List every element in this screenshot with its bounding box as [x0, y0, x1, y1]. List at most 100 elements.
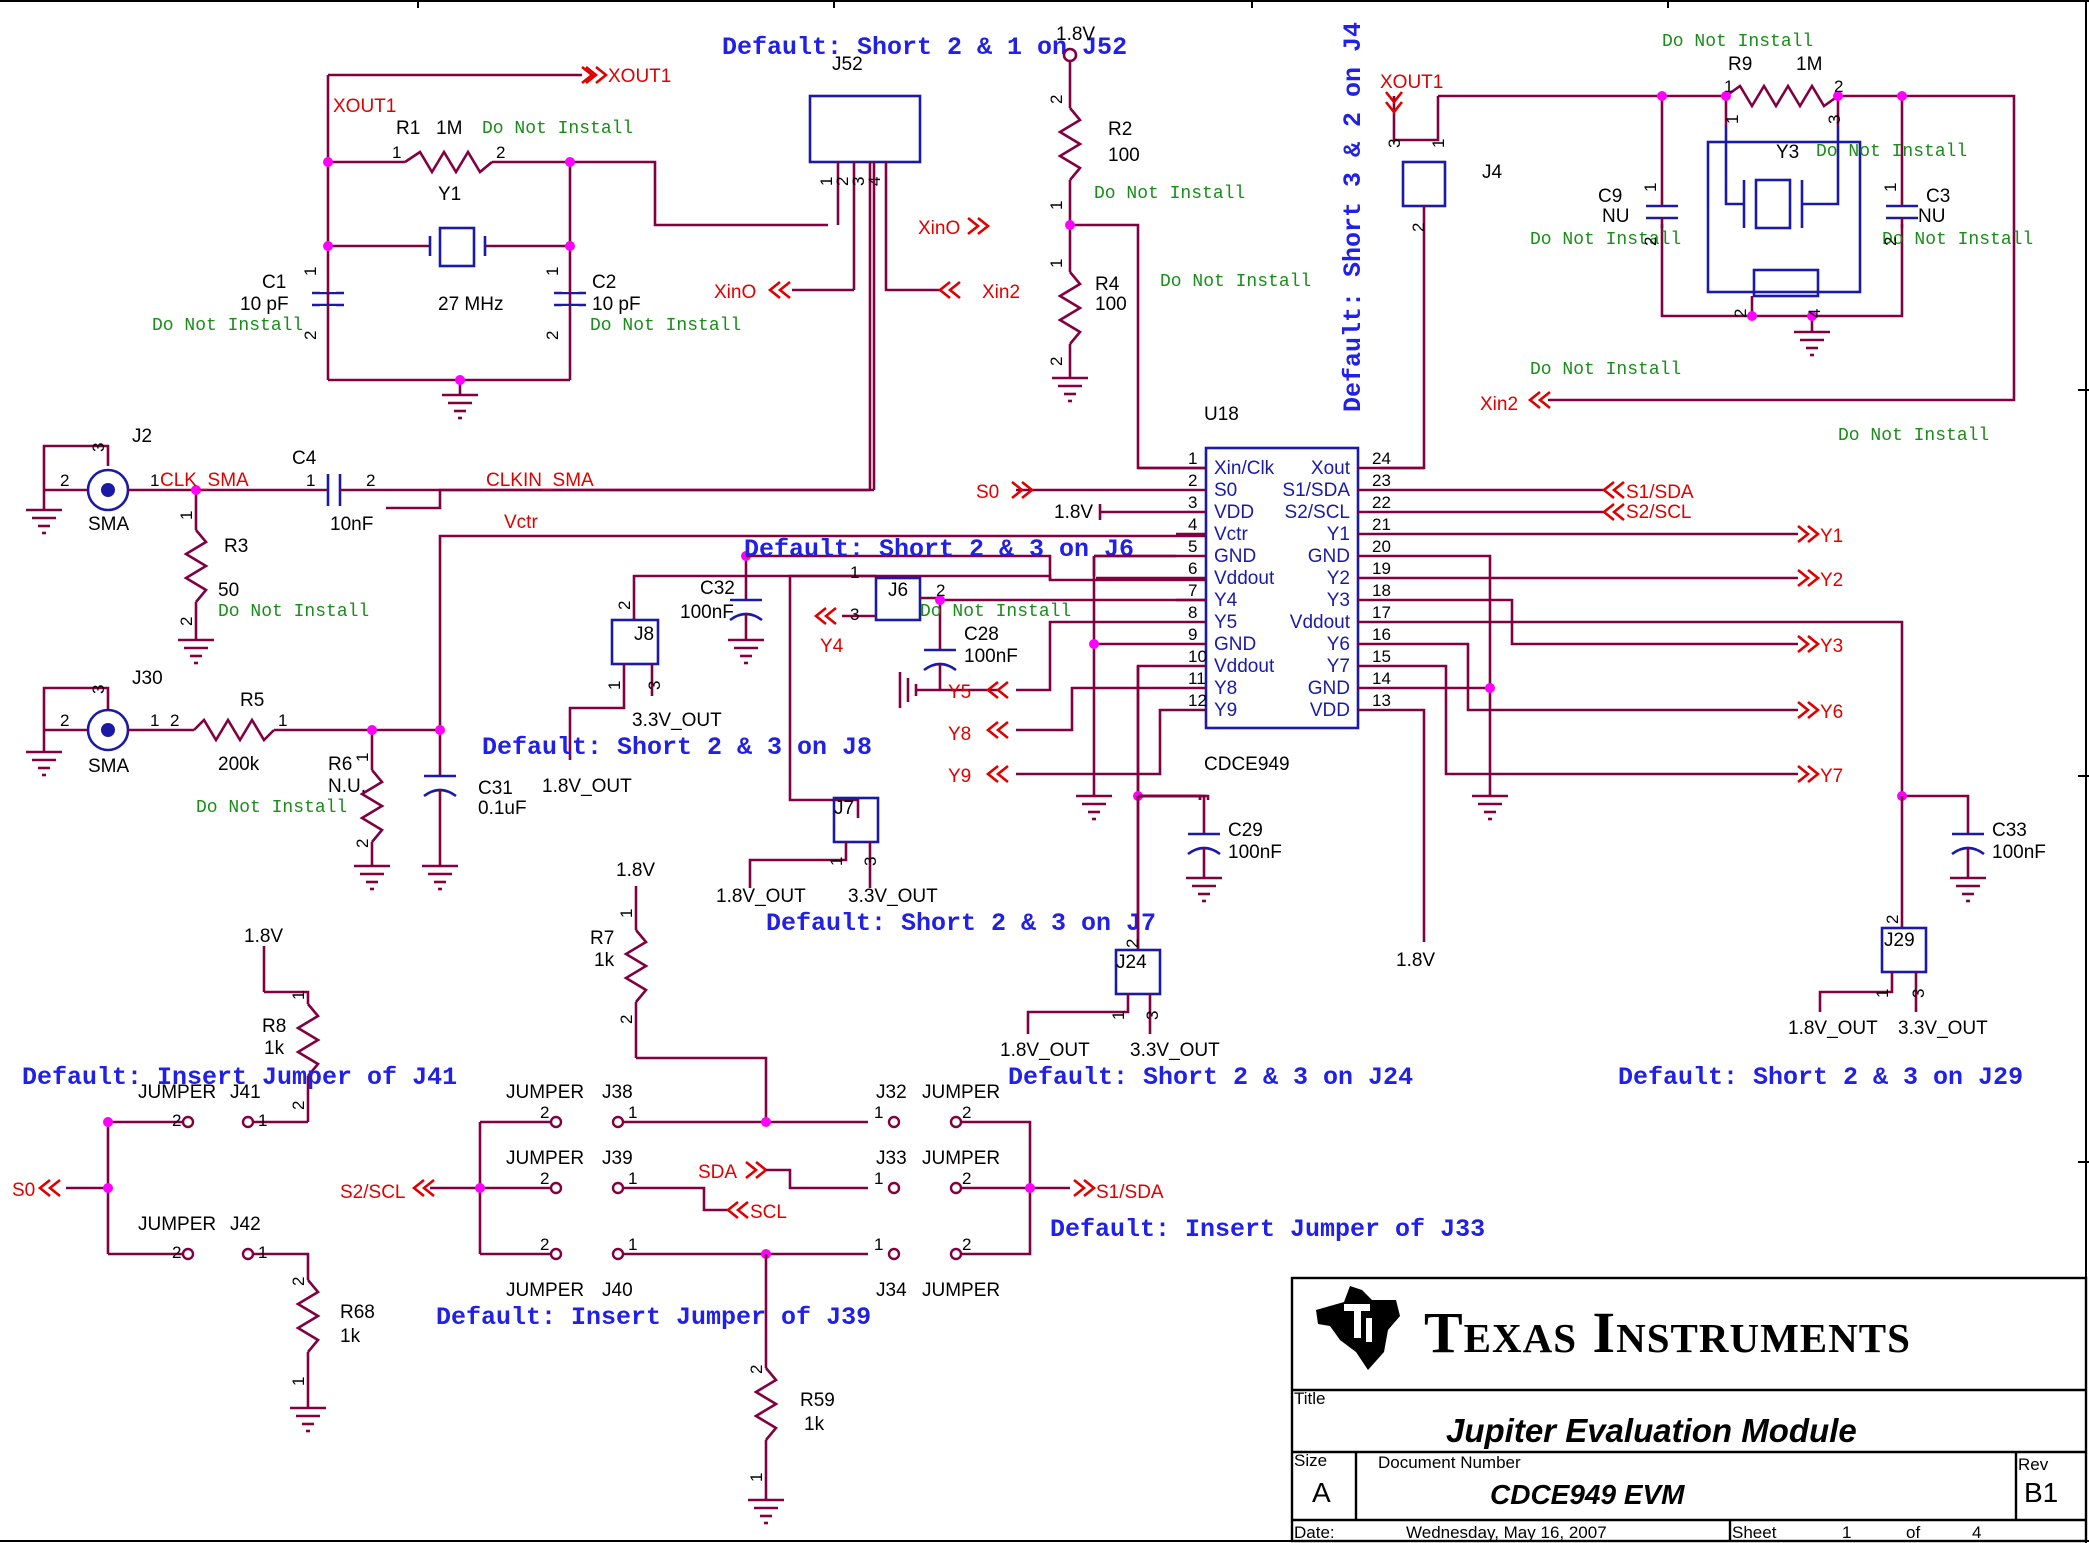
- svg-text:2: 2: [1883, 915, 1902, 924]
- svg-text:1: 1: [1724, 77, 1733, 96]
- svg-text:2: 2: [301, 331, 320, 340]
- net-label-y3: Y3: [1820, 636, 1843, 657]
- svg-text:1: 1: [747, 1473, 766, 1482]
- u18-pin-24-number: 24: [1372, 449, 1391, 468]
- svg-text:1: 1: [1429, 139, 1448, 148]
- c1-value: 10 pF: [240, 294, 289, 315]
- u18-pin-18-number: 18: [1372, 581, 1391, 600]
- j42-type: JUMPER: [138, 1214, 216, 1235]
- j34-type: JUMPER: [922, 1280, 1000, 1301]
- svg-text:2: 2: [617, 1015, 636, 1024]
- y3-offpage-icon: [1797, 634, 1821, 654]
- net-label-s0-2: S0: [12, 1180, 35, 1201]
- r5-ref: R5: [240, 690, 264, 711]
- j30-ref: J30: [132, 668, 163, 689]
- date-value: Wednesday, May 16, 2007: [1406, 1523, 1607, 1542]
- j41-type: JUMPER: [138, 1082, 216, 1103]
- u18-pin-20-number: 20: [1372, 537, 1391, 556]
- u18-pin-11-name: Y8: [1214, 678, 1237, 699]
- j30-value: SMA: [88, 756, 130, 777]
- r7-v18-label: 1.8V: [616, 860, 655, 881]
- r3-dni-note: Do Not Install: [218, 602, 369, 622]
- net-label-y8: Y8: [948, 724, 971, 745]
- j41-ref: J41: [230, 1082, 261, 1103]
- y1-offpage-icon: [1797, 524, 1821, 544]
- u18-pin-13-name: VDD: [1310, 700, 1350, 721]
- c31-value: 0.1uF: [478, 798, 527, 819]
- svg-text:1: 1: [628, 1169, 637, 1188]
- u18-pin-10-name: Vddout: [1214, 656, 1275, 677]
- svg-text:1: 1: [278, 711, 287, 730]
- r6-ref: R6: [328, 754, 352, 775]
- net-label-y9: Y9: [948, 766, 971, 787]
- r9-value: 1M: [1796, 54, 1822, 75]
- svg-text:1: 1: [301, 267, 320, 276]
- svg-text:2: 2: [543, 331, 562, 340]
- c1-ref: C1: [262, 272, 286, 293]
- u18-pin-7-number: 7: [1188, 581, 1197, 600]
- svg-text:1: 1: [1047, 259, 1066, 268]
- svg-text:1: 1: [605, 681, 624, 690]
- net-label-xout1-3: XOUT1: [1380, 72, 1443, 93]
- j2-ref: J2: [132, 426, 152, 447]
- xin2-offpage-icon-2: [1527, 390, 1551, 410]
- j4-ref: J4: [1482, 162, 1503, 183]
- j42-ref: J42: [230, 1214, 261, 1235]
- c32-value: 100nF: [680, 602, 734, 623]
- svg-text:1: 1: [543, 267, 562, 276]
- default-note-j4: Default: Short 3 & 2 on J4: [1339, 22, 1368, 412]
- ground-icon: [442, 393, 478, 420]
- svg-text:1: 1: [617, 909, 636, 918]
- svg-text:1: 1: [628, 1103, 637, 1122]
- r4-dni-note: Do Not Install: [1160, 272, 1311, 292]
- svg-text:2: 2: [962, 1169, 971, 1188]
- svg-text:1: 1: [874, 1235, 883, 1254]
- c4-capacitor: [326, 474, 342, 506]
- j8-v18-label: 1.8V_OUT: [542, 776, 632, 797]
- u18-pin-19-number: 19: [1372, 559, 1391, 578]
- u18-pin-21-name: Y1: [1327, 524, 1350, 545]
- net-label-s2-scl-2: S2/SCL: [340, 1182, 405, 1203]
- j32-type: JUMPER: [922, 1082, 1000, 1103]
- j24-v33-label: 3.3V_OUT: [1130, 1040, 1220, 1061]
- svg-text:1: 1: [306, 471, 315, 490]
- c2-ref: C2: [592, 272, 616, 293]
- svg-text:2: 2: [353, 839, 372, 848]
- svg-text:1: 1: [353, 753, 372, 762]
- of-label: of: [1906, 1523, 1920, 1542]
- svg-text:1: 1: [289, 1377, 308, 1386]
- svg-text:2: 2: [172, 1111, 181, 1130]
- svg-text:3: 3: [645, 681, 664, 690]
- r5-resistor: [193, 717, 275, 743]
- u18-pin-24-name: Xout: [1311, 458, 1351, 479]
- default-note-j39: Default: Insert Jumper of J39: [436, 1303, 871, 1332]
- svg-text:1: 1: [1641, 183, 1660, 192]
- net-label-scl: SCL: [750, 1202, 787, 1223]
- r2-r4-divider: 1.8V R2 100 Do Not Install R4 100 Do Not…: [918, 24, 1311, 470]
- net-label-y6: Y6: [1820, 702, 1843, 723]
- j7-ref: J7: [834, 798, 854, 819]
- u18-pin-16-number: 16: [1372, 625, 1391, 644]
- j32-ref: J32: [876, 1082, 907, 1103]
- r3-ref: R3: [224, 536, 248, 557]
- svg-text:3: 3: [1385, 139, 1404, 148]
- svg-text:1: 1: [392, 143, 401, 162]
- net-label-xin0-2: XinO: [918, 218, 960, 239]
- net-label-y1: Y1: [1820, 526, 1843, 547]
- r1-dni-note: Do Not Install: [482, 119, 633, 139]
- title-block: Texas Instruments Title Jupiter Evaluati…: [1290, 1276, 2088, 1543]
- c9-value: NU: [1602, 206, 1629, 227]
- svg-text:3: 3: [89, 443, 108, 452]
- c3-dni-note: Do Not Install: [1882, 230, 2033, 250]
- r8-v18-label: 1.8V: [244, 926, 283, 947]
- svg-text:1: 1: [258, 1243, 267, 1262]
- svg-text:2: 2: [540, 1103, 549, 1122]
- net-label-xin2: Xin2: [982, 282, 1020, 303]
- u18-vdd13-label: 1.8V: [1396, 950, 1435, 971]
- u18-pin-21-number: 21: [1372, 515, 1391, 534]
- v18-label: 1.8V: [1056, 24, 1095, 45]
- svg-text:2: 2: [747, 1365, 766, 1374]
- j8-ref: J8: [634, 624, 654, 645]
- size-label: Size: [1294, 1451, 1327, 1470]
